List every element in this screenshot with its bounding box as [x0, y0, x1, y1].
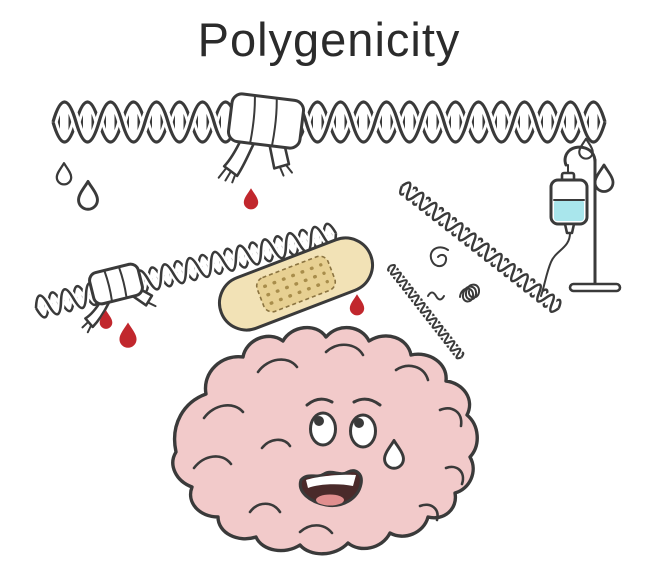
right-pupil	[354, 418, 364, 428]
left-eyebrow	[305, 397, 334, 407]
brain-face	[298, 397, 405, 508]
iv-drip-stand-icon	[540, 145, 622, 297]
bandage-wrap-icon	[217, 92, 306, 184]
left-pupil	[314, 416, 324, 426]
right-eye	[349, 413, 377, 449]
small-squiggle-icon	[427, 291, 445, 301]
iv-bag-icon	[549, 171, 589, 235]
knot-bandage-icon	[81, 262, 157, 334]
dna-helix-top	[53, 102, 605, 142]
water-drop-icon	[77, 179, 99, 211]
dna-helix-right	[398, 180, 563, 314]
tongue	[316, 494, 344, 506]
water-drop-icon	[55, 162, 73, 186]
teeth	[306, 474, 356, 488]
question-squiggle-icon	[429, 246, 449, 268]
blood-drop-icon	[119, 322, 137, 348]
right-eyebrow	[352, 397, 382, 407]
worried-mouth	[298, 469, 363, 508]
band-aid-icon	[218, 236, 374, 332]
blood-drop-icon	[349, 294, 365, 316]
left-eye	[309, 411, 337, 447]
page-title: Polygenicity	[197, 13, 461, 66]
water-drop-icon	[593, 163, 615, 193]
blood-drop-icon	[243, 188, 259, 210]
coil-squiggle-icon	[459, 283, 481, 303]
worried-brain-icon	[171, 326, 479, 556]
iv-tube	[540, 232, 571, 297]
